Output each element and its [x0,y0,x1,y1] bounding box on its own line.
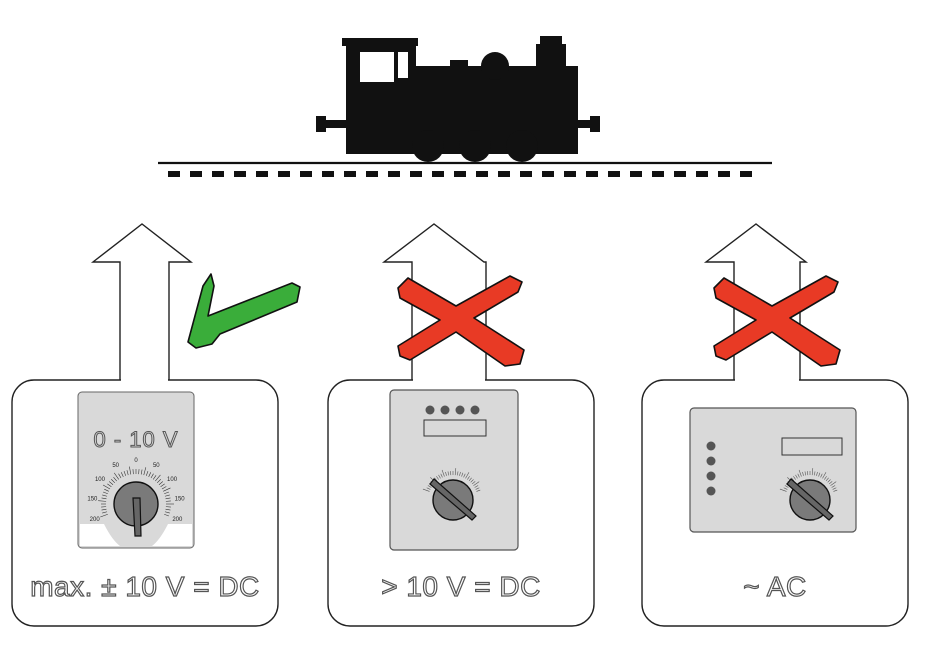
track [158,163,772,177]
track-sleeper [652,171,664,177]
locomotive-icon [316,36,600,162]
track-sleeper [344,171,356,177]
track-sleeper [256,171,268,177]
track-sleeper [388,171,400,177]
device-1-label: max. ± 10 V = DC [12,570,278,604]
dial-tick-label: 50 [112,463,119,469]
dial-tick-label: 200 [90,517,101,523]
dial-tick-label: 100 [95,477,106,483]
device-3-label: ~ AC [642,570,908,604]
track-sleeper [718,171,730,177]
track-sleeper [476,171,488,177]
dial-tick-label: 150 [175,496,186,502]
track-sleepers [168,171,752,177]
display-panel [424,420,486,436]
track-sleeper [410,171,422,177]
checkmark-icon [188,274,300,348]
track-sleeper [740,171,752,177]
track-sleeper [366,171,378,177]
dial-tick-label: 100 [167,477,178,483]
track-sleeper [300,171,312,177]
track-sleeper [520,171,532,177]
device-2-label: > 10 V = DC [328,570,594,604]
track-sleeper [278,171,290,177]
track-sleeper [432,171,444,177]
track-sleeper [696,171,708,177]
display-panel [782,438,842,455]
track-sleeper [234,171,246,177]
arrow-1 [93,224,191,382]
track-sleeper [454,171,466,177]
track-sleeper [168,171,180,177]
dial-tick-label: 150 [87,496,98,502]
dial-tick-label: 200 [172,517,183,523]
track-sleeper [674,171,686,177]
track-sleeper [322,171,334,177]
track-sleeper [212,171,224,177]
track-sleeper [564,171,576,177]
voltage-display-label: 0 - 10 V [78,427,194,453]
controller-2 [390,390,518,550]
dial-tick-label: 50 [153,463,160,469]
track-sleeper [498,171,510,177]
controller-3 [690,408,856,532]
track-sleeper [190,171,202,177]
track-sleeper [542,171,554,177]
track-sleeper [586,171,598,177]
track-sleeper [608,171,620,177]
track-sleeper [630,171,642,177]
